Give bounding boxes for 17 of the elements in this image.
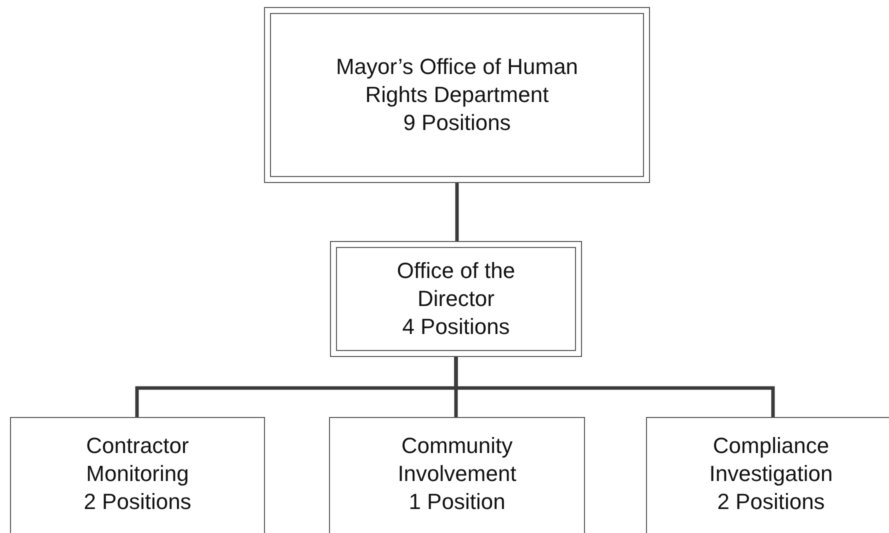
- unit-name: Community Involvement: [396, 432, 518, 488]
- unit-name: Office of the Director: [396, 257, 516, 313]
- org-box: [329, 417, 585, 533]
- position-count: 2 Positions: [84, 488, 192, 516]
- unit-name: Mayor’s Office of Human Rights Department: [334, 53, 580, 109]
- unit-name: Compliance Investigation: [708, 432, 834, 488]
- position-count: 1 Position: [408, 488, 506, 516]
- position-count: 4 Positions: [402, 313, 510, 341]
- org-box: [330, 241, 582, 357]
- org-box: [10, 417, 265, 533]
- position-count: 2 Positions: [717, 488, 825, 516]
- connector-line: [455, 183, 459, 241]
- org-box: [646, 417, 889, 533]
- unit-name: Contractor Monitoring: [85, 432, 190, 488]
- connector-line: [454, 357, 775, 417]
- position-count: 9 Positions: [403, 109, 511, 137]
- org-box: [264, 7, 650, 183]
